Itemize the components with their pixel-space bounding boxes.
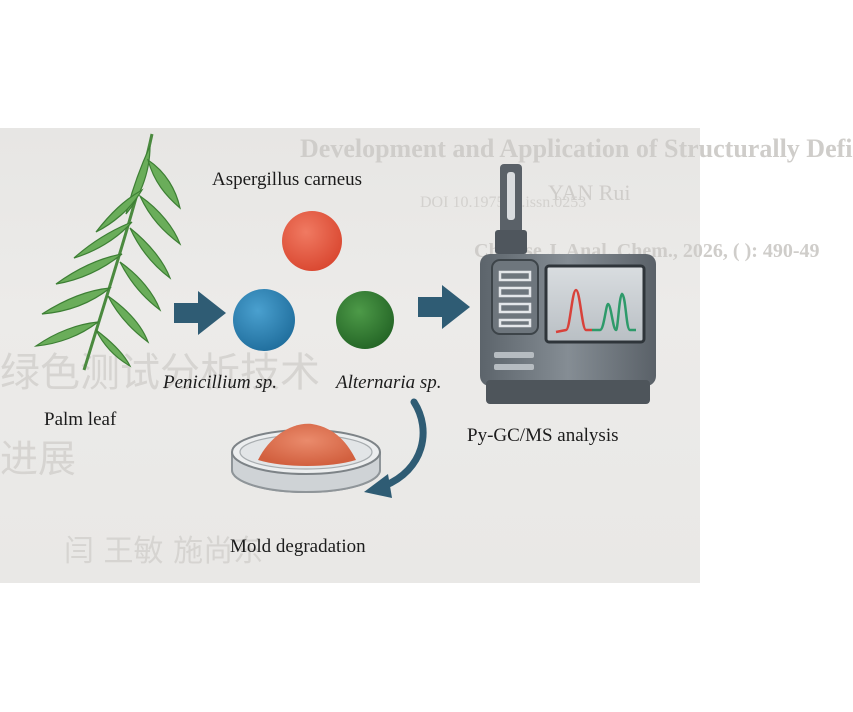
background-cjk-line-2: 进展 — [0, 437, 77, 481]
penicillium-colony — [233, 289, 295, 351]
diagram-canvas — [33, 133, 656, 498]
background-title-text: Development and Application of Structura… — [300, 134, 853, 163]
py-gc-ms-instrument-icon — [480, 164, 656, 404]
petri-dish-icon — [231, 423, 381, 493]
aspergillus-carneus-colony — [282, 211, 342, 271]
palm-leaf-icon — [33, 133, 182, 371]
background-author-text: YAN Rui — [548, 180, 631, 205]
background-cjk-line-3: 闫 王敏 施尚东 — [64, 534, 264, 569]
right-arrow-icon — [174, 291, 226, 335]
label-py-gc-ms-analysis: Py-GC/MS analysis — [467, 425, 619, 446]
label-alternaria: Alternaria sp. — [336, 372, 442, 393]
background-cjk-line-1: 绿色测试分析技术 — [0, 350, 320, 396]
label-penicillium: Penicillium sp. — [163, 372, 277, 393]
curved-arrow-icon — [364, 398, 427, 498]
label-mold-degradation: Mold degradation — [230, 536, 366, 557]
right-arrow-icon — [418, 285, 470, 329]
label-aspergillus-carneus: Aspergillus carneus — [212, 169, 363, 190]
alternaria-colony — [336, 291, 394, 349]
label-palm-leaf: Palm leaf — [44, 409, 117, 430]
